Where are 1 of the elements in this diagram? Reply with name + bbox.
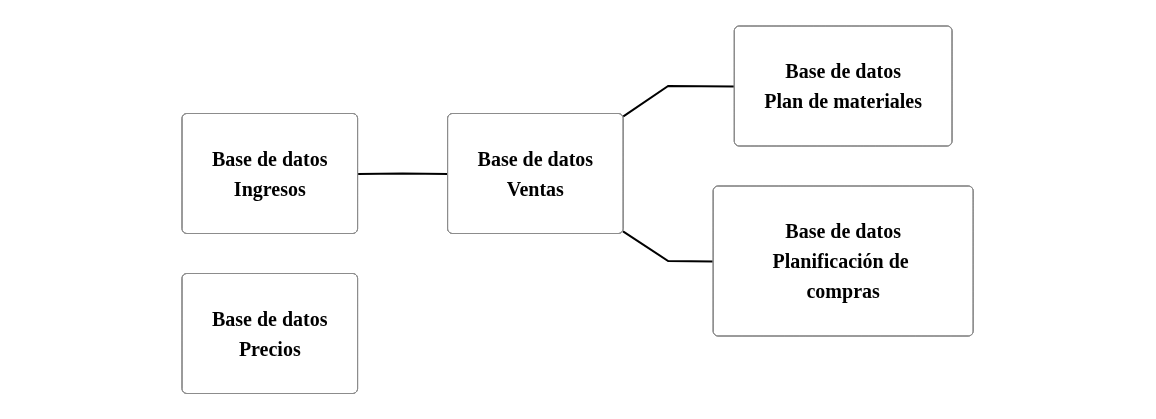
connector — [357, 172, 450, 175]
